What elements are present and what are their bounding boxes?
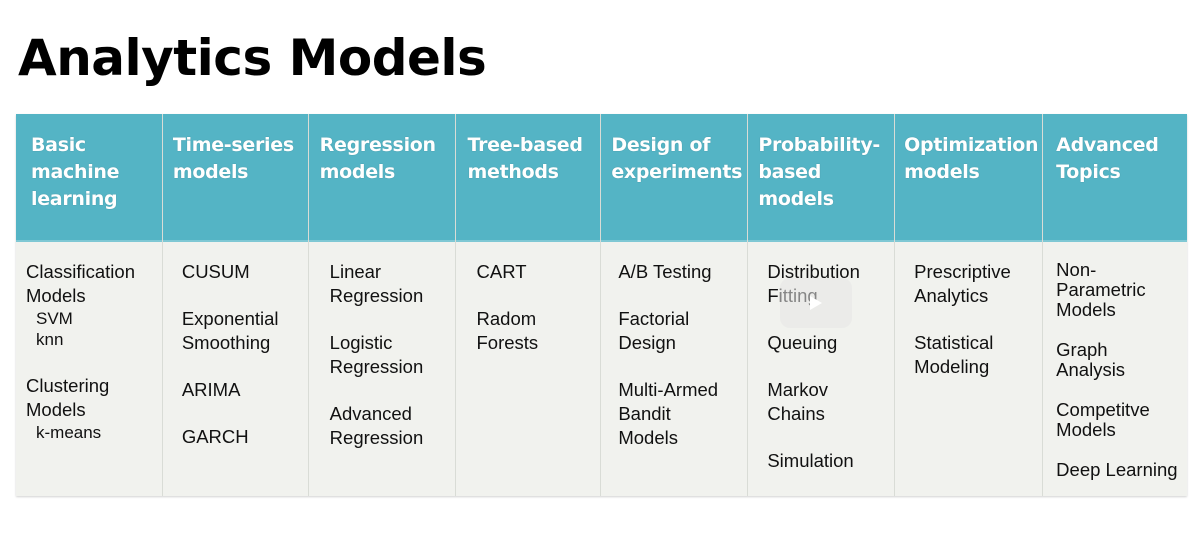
- column-header: Optimization models: [895, 114, 1043, 242]
- list-item: Factorial Design: [618, 308, 690, 353]
- column-advanced-topics: Advanced Topics Non- Parametric Models G…: [1043, 114, 1188, 496]
- column-tree-based-methods: Tree-based methods CART Radom Forests: [455, 114, 602, 496]
- list-item: GARCH: [181, 426, 249, 447]
- column-body: CUSUM Exponential Smoothing ARIMA GARCH: [162, 242, 308, 496]
- column-basic-machine-learning: Basic machine learning Classification Mo…: [16, 114, 163, 496]
- list-item: Prescriptive Analytics: [914, 261, 1011, 306]
- list-item: Deep Learning: [1056, 459, 1178, 480]
- list-sub-item: knn: [36, 330, 64, 349]
- list-item: Graph Analysis: [1056, 339, 1126, 380]
- list-item: Logistic Regression: [329, 332, 424, 377]
- list-item: Statistical Modeling: [914, 332, 994, 377]
- column-time-series-models: Time-series models CUSUM Exponential Smo…: [162, 114, 309, 496]
- list-item: Clustering Models: [26, 375, 110, 420]
- list-item: Queuing: [767, 332, 838, 353]
- list-item: Radom Forests: [476, 308, 539, 353]
- column-header: Tree-based methods: [455, 114, 601, 242]
- column-body: Non- Parametric Models Graph Analysis Co…: [1043, 242, 1188, 496]
- column-header: Design of experiments: [601, 114, 748, 242]
- list-item: A/B Testing: [618, 261, 712, 282]
- column-header: Probability- based models: [748, 114, 895, 242]
- list-sub-item: SVM: [36, 309, 73, 328]
- list-item: Multi-Armed Bandit Models: [618, 379, 719, 448]
- column-design-of-experiments: Design of experiments A/B Testing Factor…: [601, 114, 749, 496]
- list-sub-item: k-means: [36, 423, 102, 442]
- list-item: Exponential Smoothing: [181, 308, 279, 353]
- list-item: Non- Parametric Models: [1056, 259, 1146, 320]
- column-optimization-models: Optimization models Prescriptive Analyti…: [895, 114, 1044, 496]
- column-header: Time-series models: [162, 114, 308, 242]
- column-body: Prescriptive Analytics Statistical Model…: [895, 242, 1043, 496]
- column-body: Classification Models SVM knn Clustering…: [16, 242, 162, 496]
- list-item: Advanced Regression: [329, 403, 424, 448]
- column-body: A/B Testing Factorial Design Multi-Armed…: [601, 242, 748, 496]
- list-item: Simulation: [767, 450, 854, 471]
- list-item: CART: [476, 261, 527, 282]
- column-header: Basic machine learning: [16, 114, 162, 242]
- column-regression-models: Regression models Linear Regression Logi…: [308, 114, 456, 496]
- list-item: Linear Regression: [329, 261, 424, 306]
- list-item: Markov Chains: [767, 379, 828, 424]
- list-item: ARIMA: [181, 379, 241, 400]
- models-table: Basic machine learning Classification Mo…: [16, 114, 1188, 496]
- play-icon: [810, 296, 822, 310]
- column-body: CART Radom Forests: [455, 242, 601, 496]
- list-item: CUSUM: [181, 261, 250, 282]
- page-title: Analytics Models: [18, 29, 487, 87]
- video-play-button[interactable]: [780, 278, 852, 328]
- column-header: Advanced Topics: [1043, 114, 1188, 242]
- column-header: Regression models: [308, 114, 455, 242]
- list-item: Classification Models: [26, 261, 135, 306]
- column-body: Linear Regression Logistic Regression Ad…: [308, 242, 455, 496]
- list-item: Competitve Models: [1056, 399, 1150, 440]
